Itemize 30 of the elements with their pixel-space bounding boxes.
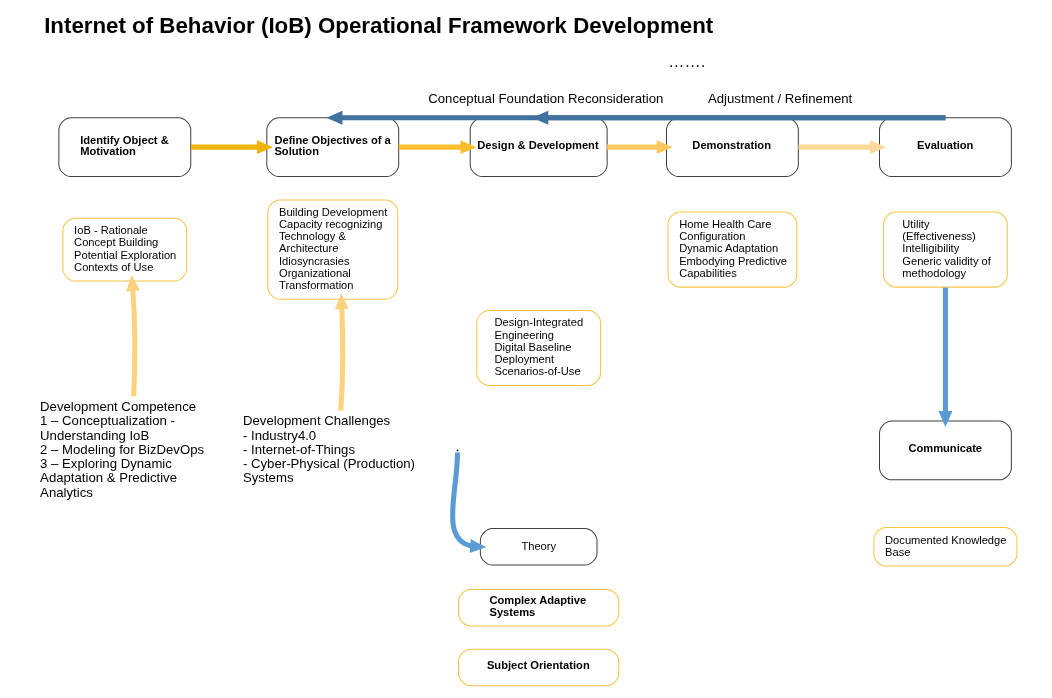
node-box: Design-Integrated Engineering Digital Baseline Deployment Scenarios-of-Use — [475, 309, 601, 387]
node-box: Complex Adaptive Systems — [457, 588, 619, 627]
node-box: Utility (Effectiveness) Intelligibility Generic validity of methodology — [882, 211, 1008, 288]
node-box: Home Health Care Configuration Dynamic Adaptation Embodying Predictive Capabilities — [667, 211, 797, 288]
node-text: Development Competence 1 – Conceptualization - Understanding IoB 2 – Modeling for BizDevOps 3 – Exploring Dynamic Adaptation & Predictive Analytics — [39, 399, 204, 500]
node-text: Development Challenges - Industry4.0 - Internet-of-Things - Cyber-Physical (Production) Systems — [242, 413, 415, 486]
edge-label: Adjustment / Refinement — [707, 90, 852, 106]
arrow — [798, 140, 886, 155]
node-box: IoB - Rationale Concept Building Potential Exploration Contexts of Use — [61, 217, 187, 282]
arrow — [449, 452, 486, 553]
label: ……. — [667, 51, 705, 70]
arrow — [334, 293, 349, 411]
node-box: Demonstration — [665, 117, 799, 178]
arrow — [325, 110, 945, 125]
node-box: Design & Development — [469, 117, 608, 178]
arrow — [606, 140, 673, 155]
arrow — [125, 274, 140, 397]
node-box: Subject Orientation — [457, 648, 619, 687]
node-box: Define Objectives of a Solution — [265, 117, 399, 178]
node-box: Identify Object & Motivation — [57, 117, 191, 178]
diagram-title: Internet of Behavior (IoB) Operational Framework Development — [43, 13, 713, 39]
edge-label: Conceptual Foundation Reconsideration — [427, 90, 663, 106]
arrow — [190, 140, 273, 155]
node-box: Evaluation — [878, 117, 1012, 178]
node-box: Theory — [479, 528, 597, 566]
node-box: Documented Knowledge Base — [872, 527, 1017, 567]
node-box: Building Development Capacity recognizing Technology & Architecture Idiosyncrasies Organizational Transformation — [266, 199, 398, 300]
arrow — [937, 287, 952, 428]
node-box: Communicate — [878, 420, 1012, 481]
arrow — [398, 140, 476, 155]
